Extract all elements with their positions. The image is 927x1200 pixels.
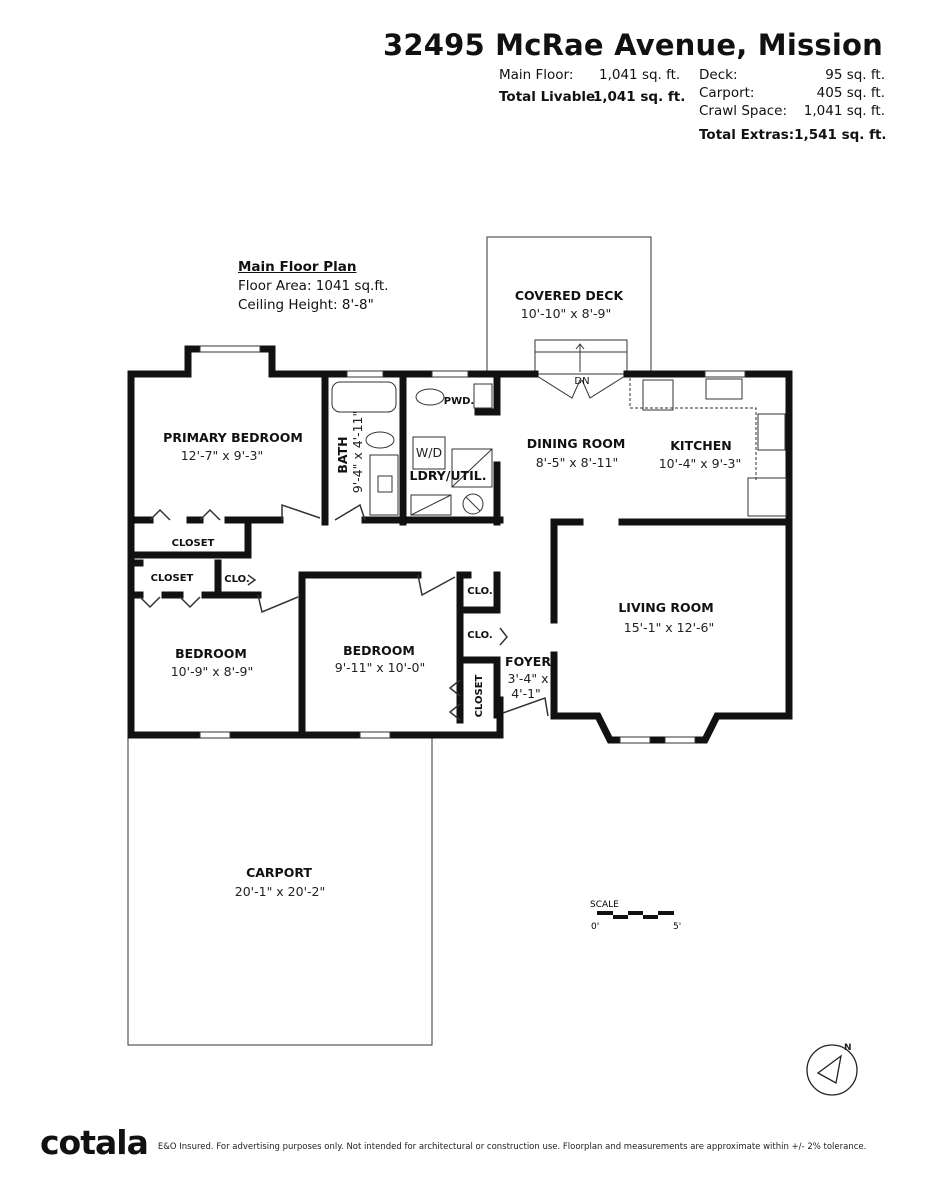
foyer-label: FOYER [505,654,551,669]
bedroom-2-dims: 9'-11" x 10'-0" [335,660,425,675]
fridge-icon [642,379,674,411]
scale-start: 0' [591,922,599,932]
plan-title: Main Floor Plan [238,259,357,275]
dining-room-dims: 8'-5" x 8'-11" [536,455,619,470]
laundry-label: LDRY/UTIL. [410,468,487,483]
property-address-title: 32495 McRae Avenue, Mission [383,28,883,62]
closet-clo-2: CLO. [467,586,492,597]
doors [139,503,549,721]
kitchen-label: KITCHEN [670,438,732,453]
water-heater-icon [451,448,493,488]
total-extras-value: 1,541 sq. ft. [794,127,887,143]
scale-end: 5' [673,922,681,932]
fixtures [331,378,787,517]
living-room-dims: 15'-1" x 12'-6" [624,620,714,635]
disclaimer: E&O Insured. For advertising purposes on… [157,1142,867,1152]
cotala-logo: cotala [40,1123,149,1162]
foyer-dims-2: 4'-1" [511,686,541,701]
furnace-icon [410,494,452,516]
bedroom-closet-label: CLOSET [151,573,194,584]
living-room-label: LIVING ROOM [618,600,713,615]
foyer-dims-1: 3'-4" x [508,671,549,686]
bathtub-icon [331,381,397,413]
scale-bar: SCALE 0' 5' [590,900,681,932]
hall-closet-label: CLOSET [474,674,485,717]
bedroom-1-label: BEDROOM [175,646,247,661]
deck-label: Deck: [699,67,738,83]
compass-north-label: N [844,1043,852,1053]
dining-room-label: DINING ROOM [527,436,626,451]
bedroom-1-dims: 10'-9" x 8'-9" [171,664,254,679]
carport-value: 405 sq. ft. [816,85,885,101]
closet-clo-1: CLO. [224,574,249,585]
extras-area-stats: Deck: 95 sq. ft. Carport: 405 sq. ft. Craw… [699,66,887,144]
stairs-down-label: DN [574,376,589,387]
covered-deck-label: COVERED DECK [515,288,625,303]
washer-dryer-label: W/D [416,445,442,460]
powder-room-label: PWD. [444,396,474,407]
drain-icon [462,493,484,515]
total-livable-label: Total Livable: [499,89,601,105]
footer: cotala E&O Insured. For advertising purp… [40,1123,867,1162]
cooktop-icon [757,413,786,451]
primary-closet-label: CLOSET [172,538,215,549]
compass-icon: N [806,1043,858,1096]
bath-dims: 9'-4" x 4'-11" [350,411,365,494]
washer-dryer-icon [412,436,446,470]
walls [127,345,793,744]
bath-vanity-icon [369,454,399,516]
main-floor-label: Main Floor: [499,67,574,83]
bedroom-2-label: BEDROOM [343,643,415,658]
bath-label: BATH [335,436,350,473]
main-floor-value: 1,041 sq. ft. [599,67,681,83]
carport-label: Carport: [699,85,755,101]
range-icon [747,477,787,517]
windows [199,345,746,744]
kitchen-counter [629,378,757,480]
scale-label: SCALE [590,900,619,910]
ceiling-height: Ceiling Height: 8'-8" [238,297,374,313]
carport-label: CARPORT [246,865,312,880]
floor-area: Floor Area: 1041 sq.ft. [238,278,389,294]
primary-bedroom-label: PRIMARY BEDROOM [163,430,303,445]
crawl-space-value: 1,041 sq. ft. [803,103,885,119]
stairs [534,339,628,399]
toilet-icon [365,431,395,449]
closet-clo-3: CLO. [467,630,492,641]
livable-area-stats: Main Floor:1,041 sq. ft. Total Livable:1… [499,66,685,106]
total-livable-value: 1,041 sq. ft. [593,89,686,105]
primary-bedroom-dims: 12'-7" x 9'-3" [181,448,264,463]
total-extras-label: Total Extras: [699,127,795,143]
plan-info: Main Floor Plan Floor Area: 1041 sq.ft. … [238,258,388,315]
deck-value: 95 sq. ft. [825,67,885,83]
carport-dims: 20'-1" x 20'-2" [235,884,325,899]
powder-toilet-icon [415,388,445,406]
kitchen-dims: 10'-4" x 9'-3" [659,456,742,471]
powder-sink-icon [473,383,493,409]
crawl-space-label: Crawl Space: [699,103,788,119]
covered-deck-dims: 10'-10" x 8'-9" [521,306,611,321]
kitchen-sink-icon [705,378,743,400]
